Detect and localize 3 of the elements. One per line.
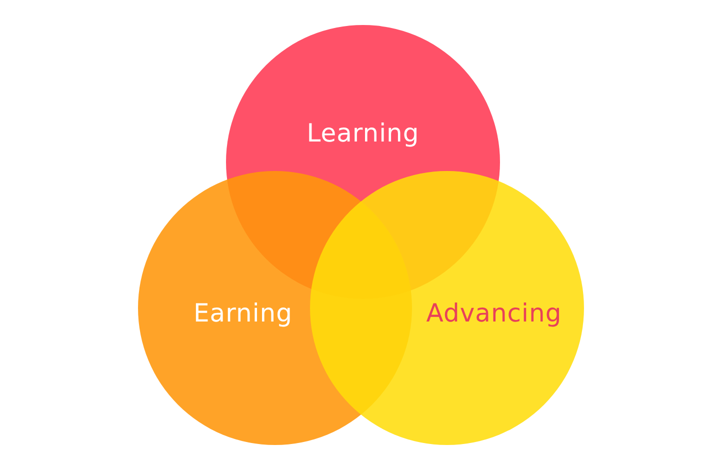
circle-label: Earning	[194, 298, 292, 328]
circle-label: Advancing	[426, 298, 562, 328]
circle-label: Learning	[306, 118, 420, 148]
